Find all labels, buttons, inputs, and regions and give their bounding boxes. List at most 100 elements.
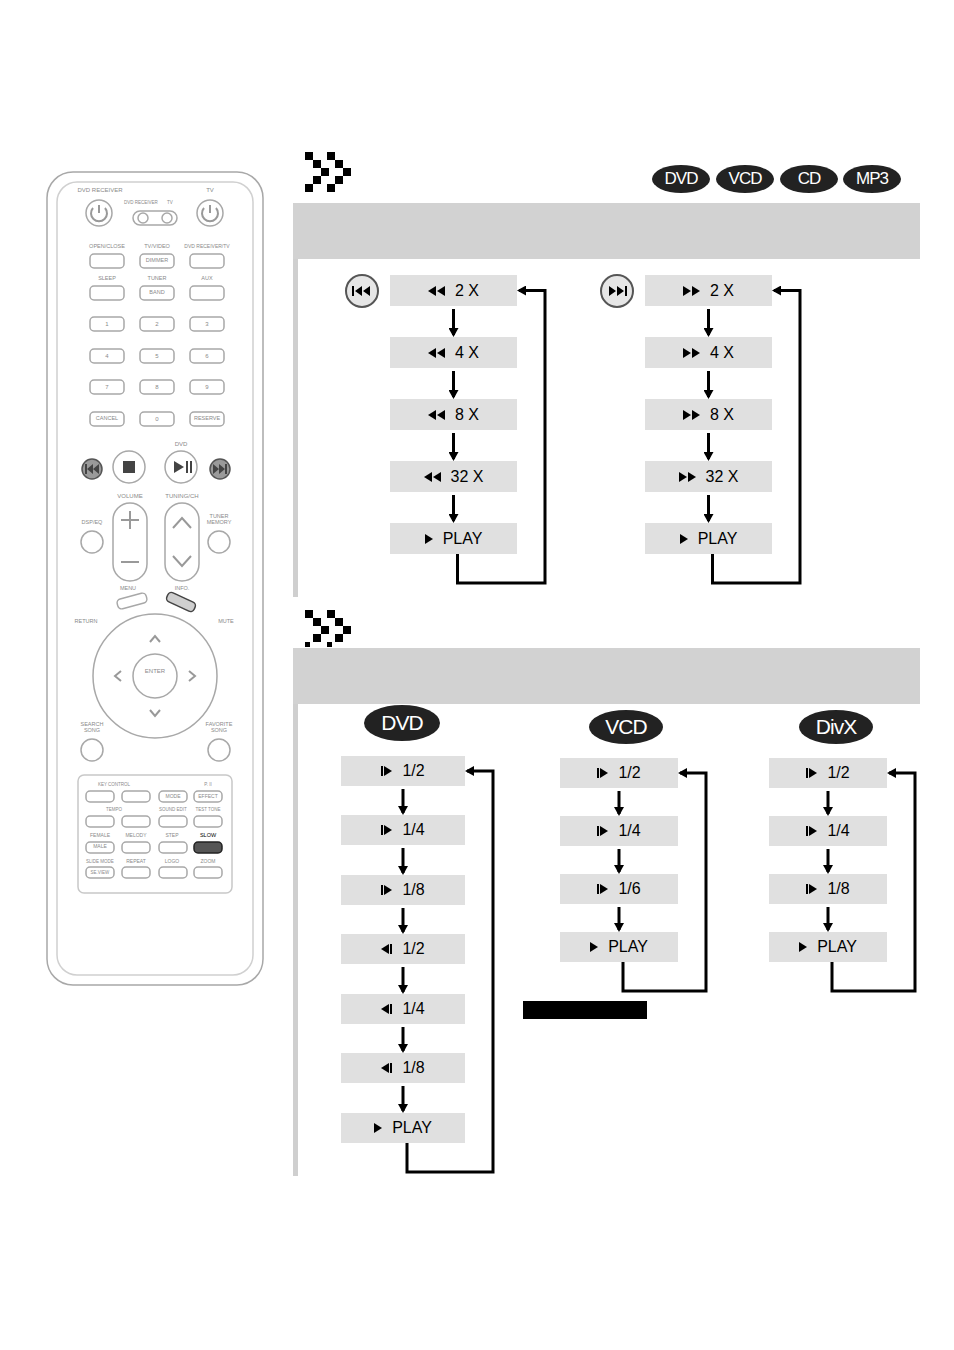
triangle-symbol bbox=[692, 348, 700, 358]
remote-label: TEMPO bbox=[105, 808, 123, 813]
disc-badge: VCD bbox=[716, 165, 774, 193]
box-text: DVD bbox=[665, 169, 698, 189]
transport-symbols bbox=[85, 461, 227, 474]
step-arrow bbox=[707, 433, 710, 459]
speed-icon bbox=[381, 944, 392, 954]
step-arrow bbox=[402, 967, 405, 992]
triangle-symbol bbox=[683, 348, 691, 358]
step-arrow bbox=[827, 907, 830, 930]
remote-label: 6 bbox=[204, 353, 209, 359]
flow-box: 1/2 bbox=[769, 758, 887, 788]
remote-label: 8 bbox=[154, 384, 159, 390]
triangle-symbol bbox=[600, 826, 608, 836]
box-text: DivX bbox=[816, 715, 856, 739]
box-text: DVD bbox=[381, 711, 422, 735]
remote-label: TV bbox=[205, 187, 215, 193]
remote-label: 1 bbox=[104, 321, 109, 327]
remote-label: P. II bbox=[203, 783, 212, 788]
remote-label: DVD RECEIVER bbox=[76, 187, 123, 193]
flow-box: 1/2 bbox=[560, 758, 678, 788]
box-text: 1/2 bbox=[402, 762, 424, 780]
flow-box: 1/2 bbox=[341, 934, 465, 964]
remote-label: MELODY bbox=[124, 833, 147, 838]
flow-box: 1/2 bbox=[341, 756, 465, 786]
box-text: VCD bbox=[729, 169, 762, 189]
header-band bbox=[293, 203, 920, 259]
flow-box: 1/4 bbox=[769, 816, 887, 846]
remote-label: MENU bbox=[119, 586, 137, 592]
triangle-symbol bbox=[437, 410, 445, 420]
remote-label: KEY CONTROL bbox=[97, 783, 131, 788]
box-text: PLAY bbox=[698, 530, 738, 548]
step-arrow bbox=[707, 495, 710, 521]
speed-icon bbox=[428, 286, 445, 296]
flow-box: 8 X bbox=[645, 399, 772, 430]
speed-icon bbox=[806, 884, 817, 894]
disc-badge: DVD bbox=[652, 165, 710, 193]
step-arrow bbox=[402, 848, 405, 873]
remote-control bbox=[47, 172, 263, 985]
bar-symbol bbox=[390, 944, 392, 954]
box-text: 2 X bbox=[455, 282, 479, 300]
box-text: 1/2 bbox=[827, 764, 849, 782]
remote-label: TUNING/CH bbox=[164, 493, 199, 499]
triangle-symbol bbox=[590, 942, 598, 952]
speed-icon bbox=[381, 825, 392, 835]
step-arrow bbox=[402, 908, 405, 932]
flow-box: PLAY bbox=[390, 523, 517, 554]
remote-label: 5 bbox=[154, 353, 159, 359]
disc-badge: MP3 bbox=[843, 165, 901, 193]
flow-box: 4 X bbox=[390, 337, 517, 368]
prev-button-icon bbox=[346, 275, 378, 307]
box-text: 1/2 bbox=[402, 940, 424, 958]
speed-icon bbox=[683, 286, 700, 296]
remote-label: TUNER MEMORY bbox=[201, 514, 237, 526]
speed-icon bbox=[806, 826, 817, 836]
triangle-symbol bbox=[424, 472, 432, 482]
speed-icon bbox=[679, 472, 696, 482]
flow-box: 32 X bbox=[390, 461, 517, 492]
bar-symbol bbox=[806, 884, 808, 894]
speed-icon bbox=[680, 534, 688, 544]
remote-symbols bbox=[91, 205, 218, 716]
triangle-symbol bbox=[600, 884, 608, 894]
speed-icon bbox=[381, 885, 392, 895]
step-arrow bbox=[618, 791, 621, 814]
disc-oval: DVD bbox=[364, 705, 440, 741]
remote-label: ZOOM bbox=[200, 859, 217, 864]
flow-box: 1/4 bbox=[341, 815, 465, 845]
step-arrow bbox=[402, 1086, 405, 1111]
box-text: 8 X bbox=[710, 406, 734, 424]
disc-oval: VCD bbox=[589, 710, 663, 744]
disc-oval: DivX bbox=[799, 710, 873, 744]
bar-symbol bbox=[390, 1063, 392, 1073]
triangle-symbol bbox=[600, 768, 608, 778]
bar-symbol bbox=[806, 768, 808, 778]
remote-label: SLEEP bbox=[97, 276, 117, 282]
box-text: 1/8 bbox=[827, 880, 849, 898]
box-text: PLAY bbox=[817, 938, 857, 956]
triangle-symbol bbox=[384, 766, 392, 776]
remote-label: SOUND EDIT bbox=[158, 808, 188, 813]
remote-label: EFFECT bbox=[197, 794, 218, 799]
flow-box: 8 X bbox=[390, 399, 517, 430]
remote-label: DVD bbox=[174, 441, 189, 447]
triangle-symbol bbox=[692, 410, 700, 420]
box-text: 2 X bbox=[710, 282, 734, 300]
header-band bbox=[293, 648, 920, 704]
step-arrow bbox=[402, 1027, 405, 1051]
remote-label: STEP bbox=[164, 833, 179, 838]
remote-label: BAND bbox=[148, 290, 165, 296]
speed-icon bbox=[381, 766, 392, 776]
triangle-symbol bbox=[384, 885, 392, 895]
step-arrow bbox=[452, 495, 455, 521]
box-text: 4 X bbox=[455, 344, 479, 362]
remote-label: SEARCH SONG bbox=[73, 722, 111, 734]
bar-symbol bbox=[381, 825, 383, 835]
triangle-symbol bbox=[679, 472, 687, 482]
speed-icon bbox=[683, 410, 700, 420]
remote-label: SE.VIEW bbox=[90, 871, 111, 876]
bar-symbol bbox=[381, 885, 383, 895]
remote-label: CANCEL bbox=[95, 416, 119, 422]
remote-label: SLIDE MODE bbox=[85, 860, 115, 865]
